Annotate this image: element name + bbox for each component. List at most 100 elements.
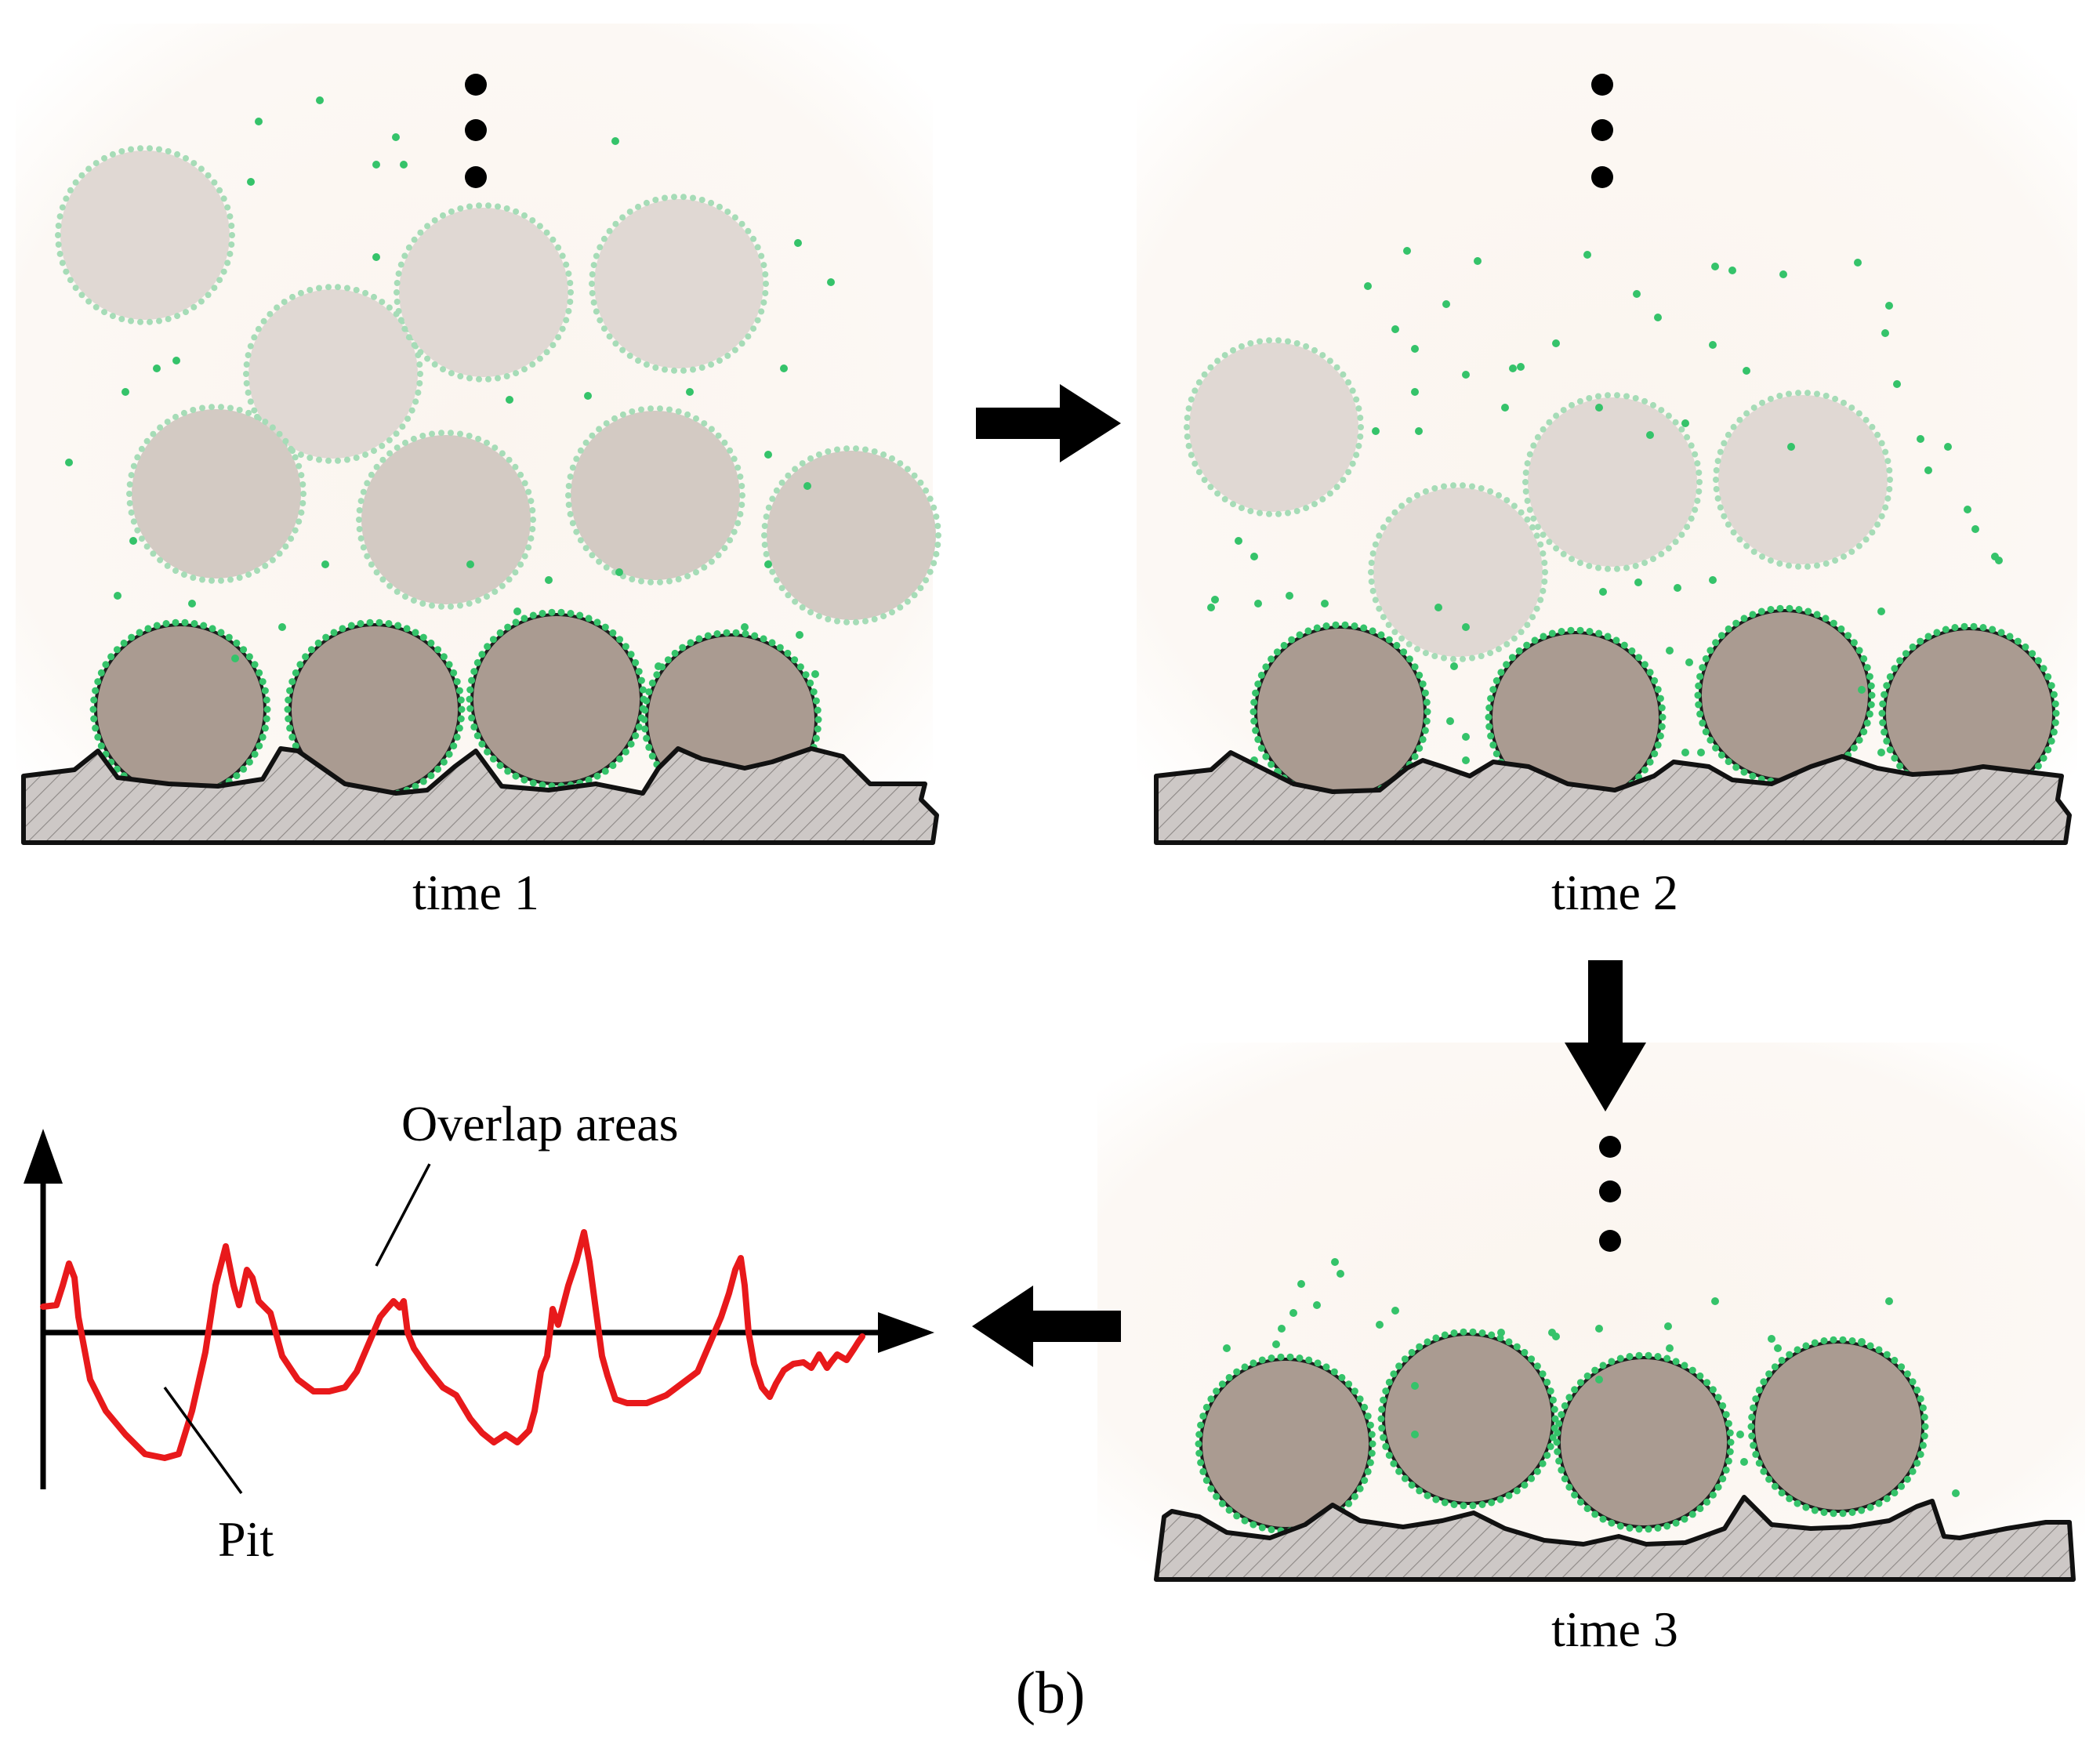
free-ion-dot [1711, 263, 1719, 270]
ion-dot [373, 569, 380, 576]
ion-dot [419, 778, 427, 785]
ion-dot [1441, 483, 1447, 490]
ion-dot [568, 289, 574, 296]
free-ion-dot [1646, 431, 1654, 439]
free-ion-dot [1736, 1431, 1744, 1438]
ion-dot [1539, 1460, 1547, 1467]
ion-dot [1866, 710, 1873, 718]
ion-dot [225, 633, 233, 641]
free-ion-dot [655, 662, 662, 670]
free-ion-dot [1337, 1270, 1344, 1278]
ion-dot [1813, 611, 1821, 618]
ion-dot [1874, 431, 1881, 438]
ion-dot [1694, 497, 1701, 504]
ion-dot [1303, 505, 1310, 512]
ion-dot [1249, 1521, 1257, 1529]
ion-dot [1749, 772, 1757, 780]
ion-dot [1395, 1362, 1403, 1370]
ion-dot [1398, 502, 1405, 510]
ion-dot [1401, 1355, 1409, 1363]
ion-dot [410, 435, 417, 442]
ion-dot [282, 437, 289, 444]
annotation-overlap-areas: Overlap areas [401, 1096, 679, 1151]
free-ion-dot [153, 364, 161, 372]
ion-dot [1349, 460, 1356, 467]
free-ion-dot [1223, 1344, 1231, 1352]
ion-dot [180, 571, 187, 578]
ion-dot [671, 194, 677, 201]
ion-dot [458, 705, 466, 713]
ion-dot [470, 723, 478, 731]
free-ion-dot [1411, 1382, 1419, 1390]
ion-dot [466, 686, 474, 694]
ion-dot [1382, 1387, 1390, 1395]
ion-dot [563, 261, 570, 268]
ion-dot [1713, 486, 1720, 492]
ion-dot [1422, 650, 1429, 657]
ion-dot [401, 325, 408, 332]
ion-dot [1416, 1343, 1424, 1351]
ion-dot [1405, 655, 1413, 663]
suspended-particle [399, 208, 568, 377]
free-ion-dot [1450, 662, 1458, 670]
ion-dot [1252, 727, 1260, 734]
ion-dot [254, 413, 260, 420]
ion-dot [228, 241, 235, 248]
ion-dot [1505, 1492, 1513, 1500]
ion-dot [1586, 395, 1593, 401]
ion-dot [567, 510, 574, 517]
ion-dot [1492, 676, 1500, 684]
ion-dot [411, 236, 418, 243]
ion-dot [643, 697, 651, 705]
ion-dot [448, 370, 455, 377]
ion-dot [466, 433, 473, 439]
ion-dot [1695, 682, 1703, 690]
ion-dot [1478, 1329, 1486, 1336]
ion-dot [1558, 1411, 1565, 1419]
ion-dot [357, 535, 365, 542]
ion-dot [1423, 698, 1431, 706]
ion-dot [1635, 1351, 1643, 1359]
ion-dot [1748, 1432, 1756, 1440]
ion-dot [708, 558, 715, 565]
ion-dot [1778, 1356, 1786, 1364]
ion-dot [704, 632, 712, 640]
ion-dot [1534, 433, 1541, 441]
ion-dot [2034, 657, 2042, 665]
ion-dot [1368, 569, 1374, 575]
free-ion-dot [231, 655, 239, 662]
ion-dot [468, 676, 476, 684]
ion-dot [164, 562, 171, 569]
ion-dot [1431, 485, 1438, 491]
ion-dot [1786, 1351, 1794, 1358]
ion-dot [1583, 1505, 1591, 1513]
ion-dot [635, 668, 643, 676]
ion-dot [1460, 1328, 1467, 1336]
ion-dot [1822, 615, 1830, 622]
ion-dot [664, 656, 672, 664]
ion-dot [56, 250, 63, 257]
ion-dot [1722, 1466, 1730, 1474]
ion-dot [1586, 628, 1594, 635]
ion-dot [1924, 633, 1932, 640]
ion-dot [1275, 510, 1282, 517]
ion-dot [548, 608, 556, 616]
ion-dot [1487, 650, 1494, 657]
ion-dot [478, 651, 486, 658]
ion-dot [512, 463, 519, 470]
ion-dot [1541, 578, 1548, 585]
ion-dot [1736, 416, 1743, 423]
ion-dot [128, 317, 134, 325]
ion-dot [245, 389, 252, 396]
ion-dot [405, 334, 412, 341]
ion-dot [1863, 664, 1871, 672]
ion-dot [713, 630, 721, 637]
ion-dot [1250, 698, 1258, 706]
ion-dot [1727, 1438, 1735, 1446]
ion-dot [137, 145, 143, 152]
ion-dot [1713, 467, 1720, 473]
free-ion-dot [506, 396, 513, 404]
ion-dot [603, 420, 610, 427]
ion-dot [2052, 709, 2060, 717]
ion-dot [395, 307, 402, 314]
